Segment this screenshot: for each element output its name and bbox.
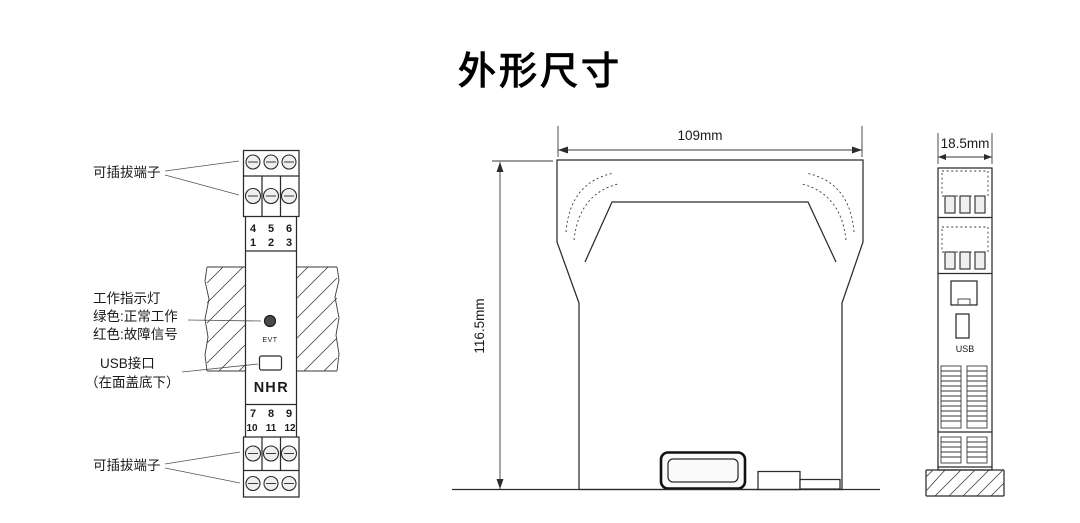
indicator-label-line1: 工作指示灯 (93, 291, 161, 306)
bottom-terminal-block (242, 436, 300, 498)
terminal-number-5: 5 (268, 223, 274, 235)
bottom-terminal-numbers: 7 8 9 10 11 12 (246, 408, 296, 434)
housing-outline (556, 159, 864, 491)
led-lamp (263, 314, 277, 328)
vent-grille-lower (940, 436, 988, 464)
din-rail-hatch-left (206, 266, 246, 372)
dim-arrow-bottom (496, 479, 504, 489)
dim-arrow-right (984, 154, 992, 160)
dim-arrow-right (852, 146, 862, 154)
bottom-terminal-block-dividers (243, 437, 299, 472)
terminal-slot (974, 195, 986, 214)
terminal-number-8: 8 (268, 408, 274, 420)
din-rail-edges (207, 266, 337, 372)
logo-letter-n: N (254, 380, 264, 396)
dim-width-109: 109mm (557, 126, 863, 157)
terminal-number-12: 12 (284, 423, 296, 434)
module-body-outline (244, 216, 298, 437)
grille-left (940, 365, 962, 429)
terminal-slot (974, 251, 986, 270)
terminal-number-11: 11 (266, 423, 277, 434)
logo-letter-r: R (277, 380, 288, 396)
din-rail-break-left (204, 266, 210, 372)
bottom-terminal-leader-lines (164, 451, 241, 484)
usb-label-line2: （在面盖底下） (85, 375, 180, 390)
dim-arrow-left (558, 146, 568, 154)
face-panel-ridge (584, 201, 837, 263)
bottom-terminal-label: 可插拔端子 (93, 458, 161, 473)
dim-width-value: 109mm (677, 128, 722, 143)
nhr-logo: N H R (254, 380, 289, 396)
dim-arrow-top (496, 162, 504, 172)
end-view: 18.5mm USB (925, 133, 1005, 497)
indicator-label-line2: 绿色:正常工作 (93, 308, 178, 324)
grille-left-slats (941, 370, 961, 422)
top-terminal-label: 可插拔端子 (93, 165, 161, 180)
din-rail-break-right (334, 266, 340, 372)
terminal-number-4: 4 (250, 223, 257, 235)
indicator-leader-line (187, 319, 262, 322)
rail-section-outline (925, 469, 1005, 497)
usb-slot (955, 313, 970, 339)
led-indicator: EVT (262, 314, 277, 344)
logo-letter-h: H (265, 380, 275, 396)
indicator-label-line3: 红色:故障信号 (93, 326, 178, 342)
din-rail (204, 266, 340, 372)
module-front: 4 5 6 1 2 3 EVT N H R (242, 149, 300, 498)
dim-extension-lines (557, 126, 863, 157)
side-housing (556, 159, 864, 491)
grille-right-slats (967, 370, 987, 422)
top-terminal-leader-lines (164, 160, 240, 196)
terminal-number-7: 7 (250, 408, 256, 420)
dim-height-116-5: 116.5mm (472, 160, 553, 489)
led-label: EVT (262, 337, 277, 344)
terminal-slot (944, 251, 956, 270)
top-terminal-block-dividers (243, 175, 299, 217)
rail-clamp-inner (667, 458, 739, 483)
latch-notch (957, 298, 971, 306)
top-terminal-numbers: 4 5 6 1 2 3 (250, 223, 292, 249)
terminal-number-3: 3 (286, 237, 292, 249)
vent-grille-upper (940, 365, 988, 429)
clip-release-step (799, 478, 841, 490)
usb-label-line1: USB接口 (100, 355, 155, 371)
usb-port (258, 355, 283, 371)
clip-release-tab (757, 470, 801, 491)
terminal-number-1: 1 (250, 237, 256, 249)
front-view-callouts: 可插拔端子 工作指示灯 绿色:正常工作 红色:故障信号 USB接口 （在面盖底下… (85, 160, 262, 484)
latch-block (950, 280, 978, 306)
dim-width-18-5: 18.5mm (937, 133, 993, 164)
side-view: 109mm 116.5mm (452, 126, 880, 491)
front-view: 可插拔端子 工作指示灯 绿色:正常工作 红色:故障信号 USB接口 （在面盖底下… (85, 149, 340, 498)
dim-extension-lines (937, 133, 993, 164)
terminal-slot (959, 195, 971, 214)
top-terminal-block (242, 149, 300, 218)
grille-right-slats (967, 441, 987, 458)
din-rail-section (925, 469, 1005, 497)
page-title: 外形尺寸 (457, 51, 622, 93)
terminal-number-6: 6 (286, 223, 292, 235)
terminal-slot (959, 251, 971, 270)
dim-height-value: 116.5mm (472, 298, 487, 353)
grille-right (966, 365, 988, 429)
grille-right (966, 436, 988, 464)
din-rail-hatch-right (296, 266, 338, 372)
terminal-number-10: 10 (246, 423, 258, 434)
grille-left (940, 436, 962, 464)
terminal-number-2: 2 (268, 237, 274, 249)
rail-clamp-outer (659, 451, 747, 490)
terminal-slot (944, 195, 956, 214)
terminal-number-9: 9 (286, 408, 292, 420)
vent-dots-right-outer (805, 172, 855, 233)
dim-arrow-left (938, 154, 946, 160)
dim-width-value: 18.5mm (941, 136, 990, 151)
rail-section-hatch (925, 469, 1005, 497)
end-housing: USB (937, 167, 993, 471)
vent-dots-left-outer (565, 172, 615, 233)
grille-left-slats (941, 441, 961, 458)
rail-clamp (659, 451, 747, 490)
usb-side-label: USB (956, 344, 975, 354)
